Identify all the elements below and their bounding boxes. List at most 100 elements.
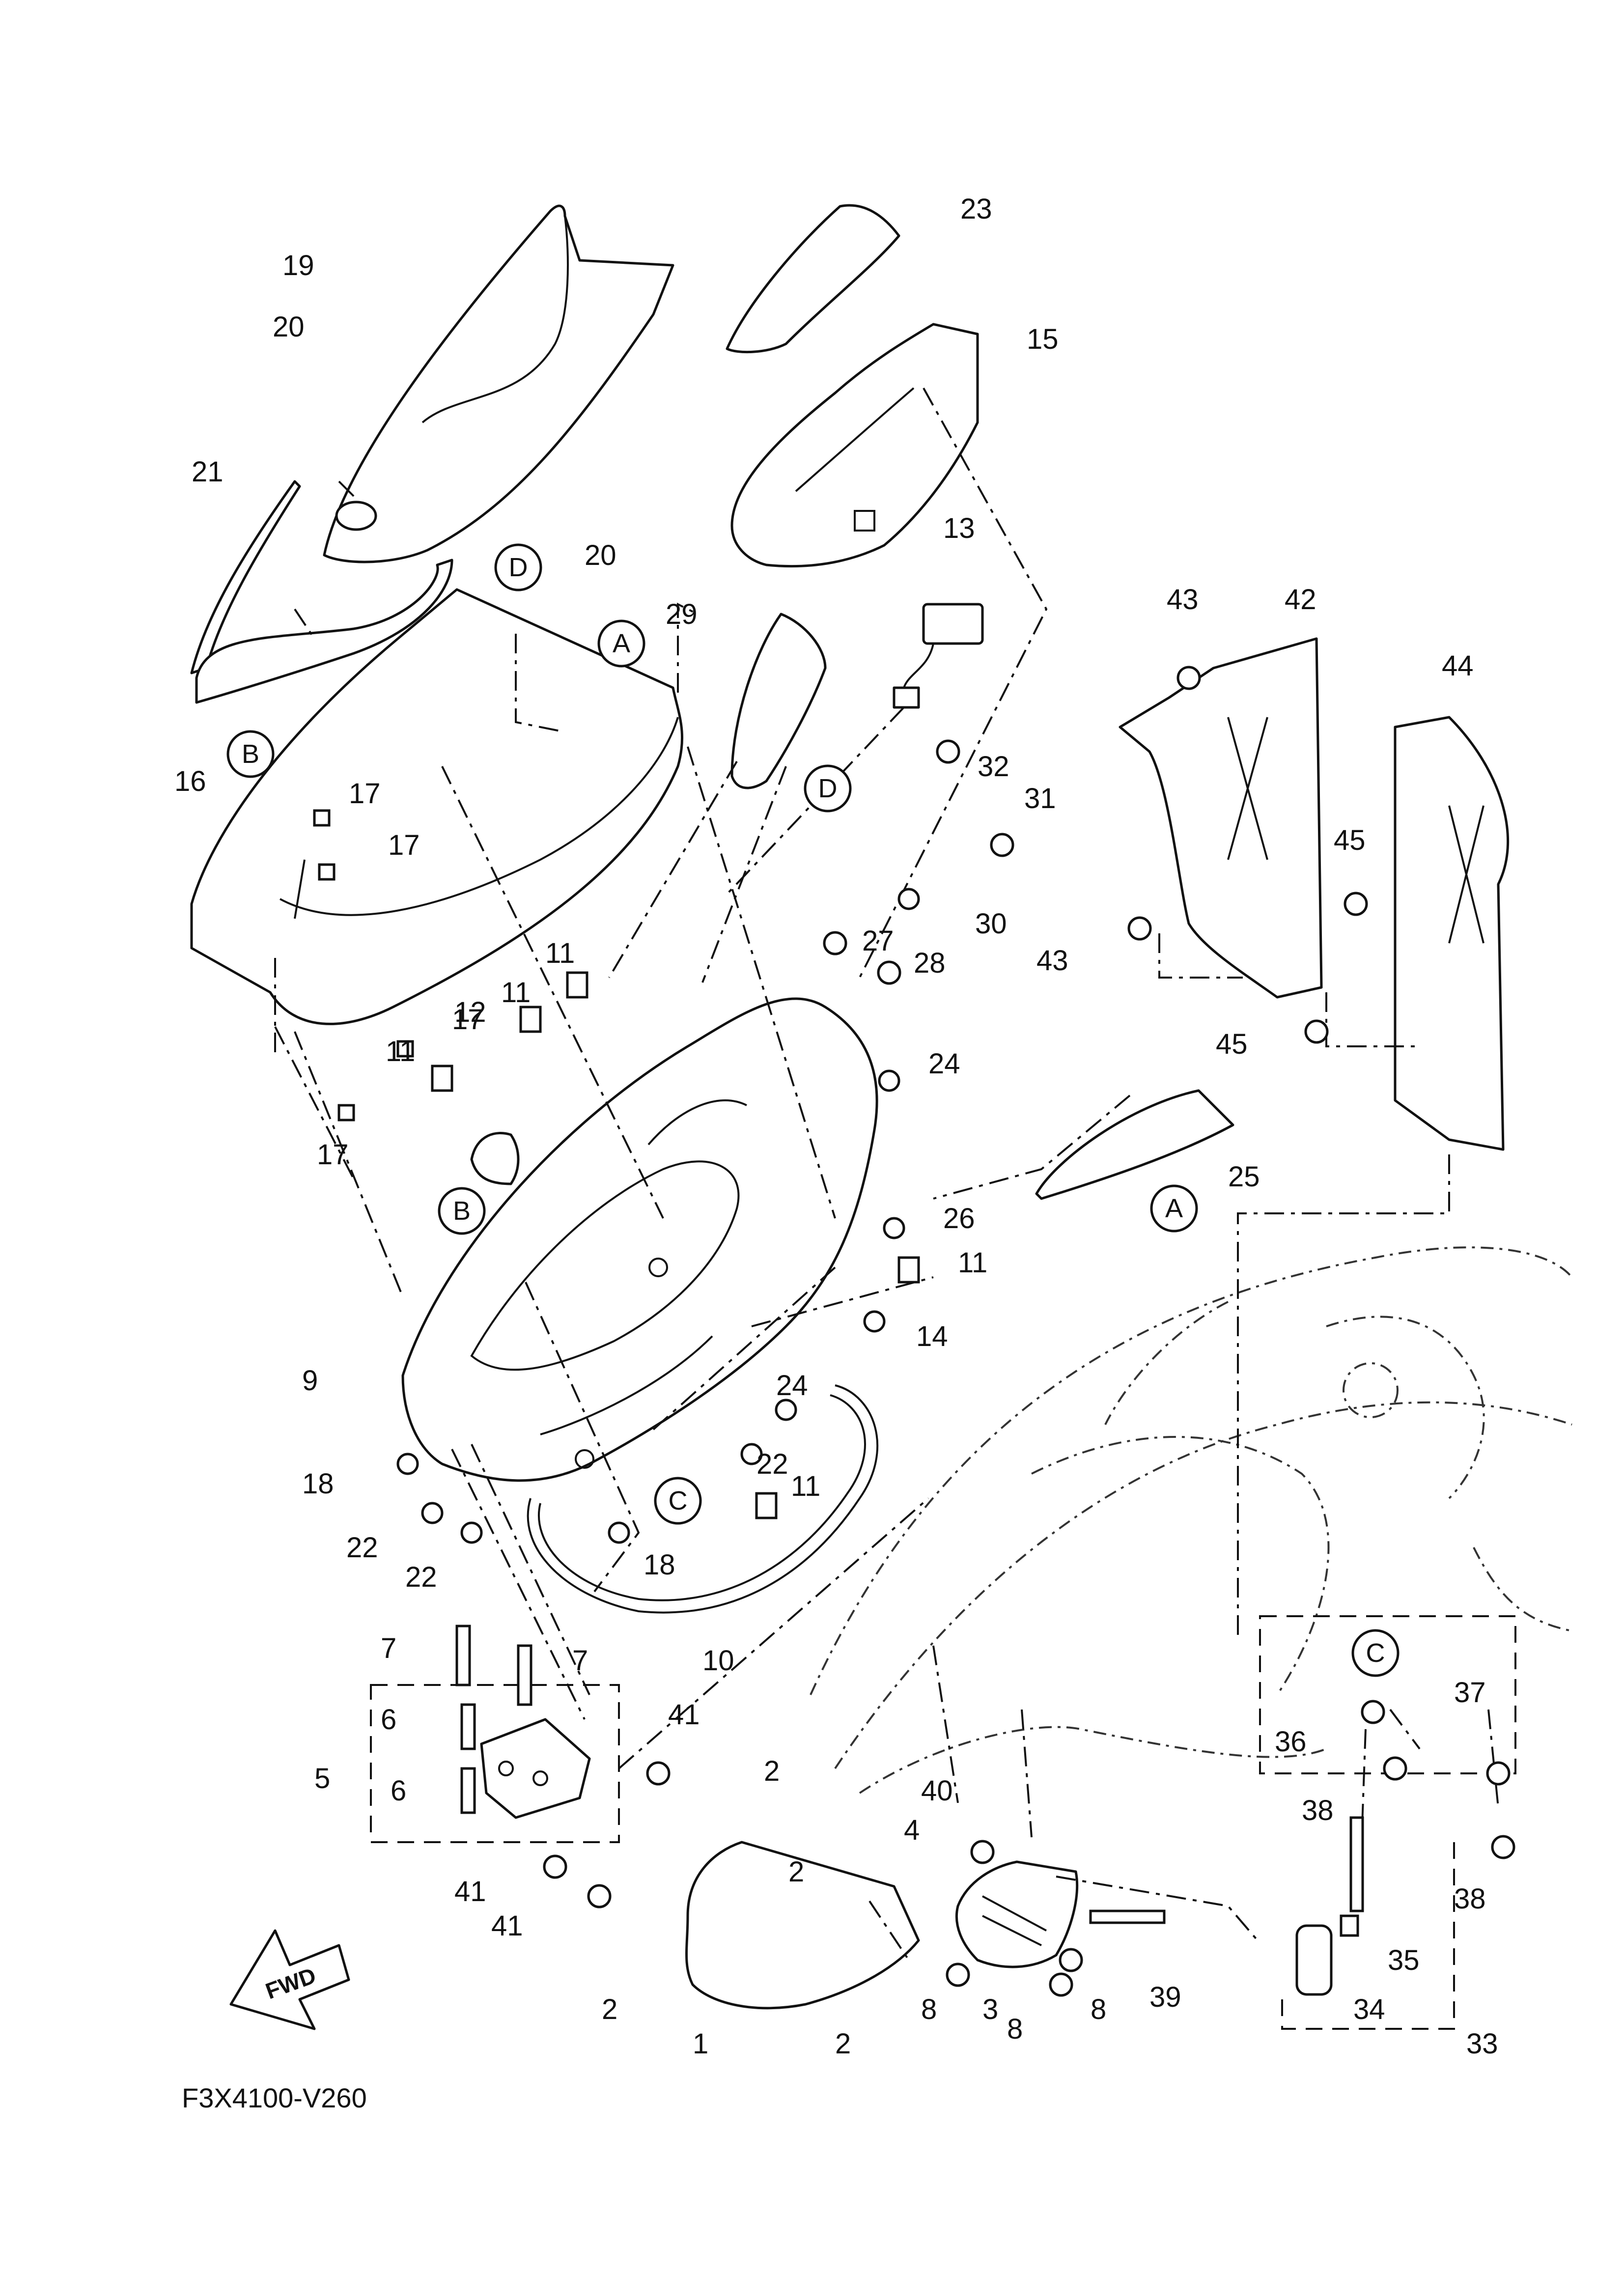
label-6a: 6: [381, 1704, 396, 1736]
nut-11e: [755, 1492, 778, 1519]
label-17b: 17: [388, 829, 420, 861]
screw-38b: [1491, 1835, 1515, 1859]
part-13-switch: [893, 603, 984, 709]
label-35: 35: [1388, 1944, 1420, 1976]
clip-45b: [1304, 1019, 1329, 1044]
svg-text:C: C: [669, 1486, 688, 1515]
callout-B2: B: [438, 1187, 486, 1235]
label-39: 39: [1149, 1981, 1181, 2013]
nut-11d: [897, 1256, 920, 1284]
bolt-6b: [460, 1767, 476, 1814]
bolt-31: [990, 833, 1014, 857]
label-27: 27: [862, 925, 894, 957]
part-12-plate: [470, 1132, 520, 1185]
screw-18b: [608, 1521, 630, 1544]
label-28: 28: [914, 947, 946, 979]
label-36: 36: [1275, 1726, 1307, 1758]
part-25-trim: [1035, 1089, 1234, 1200]
label-43b: 43: [1036, 945, 1068, 977]
label-11a: 11: [545, 937, 575, 969]
nut-17b: [318, 863, 336, 881]
nut-8b: [1059, 1948, 1083, 1972]
label-15: 15: [1027, 323, 1059, 355]
label-20a: 20: [273, 311, 305, 343]
label-8c: 8: [1091, 1993, 1106, 2025]
part-10-seal: [527, 1384, 878, 1614]
label-8b: 8: [1007, 2013, 1023, 2045]
nut-37: [1486, 1761, 1511, 1786]
part-15-panel: [730, 323, 979, 568]
nut-11a: [566, 971, 588, 999]
group-boxes: [370, 1615, 1516, 2030]
part-29-cover: [730, 613, 827, 789]
label-38a: 38: [1302, 1795, 1334, 1826]
nut-35: [1340, 1914, 1359, 1937]
part-5-bracket: [480, 1718, 591, 1819]
svg-text:A: A: [613, 629, 630, 658]
screw-14: [863, 1310, 886, 1333]
part-34-boot: [1295, 1924, 1333, 1996]
fwd-arrow: FWD: [229, 1929, 350, 2030]
label-43a: 43: [1167, 584, 1199, 616]
screw-38a: [1383, 1756, 1407, 1781]
nut-17c: [396, 1040, 414, 1058]
screw-26: [883, 1217, 905, 1239]
svg-text:A: A: [1165, 1194, 1183, 1223]
screw-41a: [646, 1761, 671, 1786]
callout-C: C: [654, 1477, 702, 1525]
reference-callouts: A A B B C C D D: [226, 543, 1400, 1677]
svg-text:D: D: [509, 553, 528, 582]
label-9: 9: [302, 1365, 318, 1397]
screw-24b: [775, 1399, 797, 1421]
screw-22c: [460, 1521, 483, 1544]
label-22c: 22: [405, 1561, 437, 1593]
part-42-side-panel: [1119, 637, 1323, 999]
washer-28: [877, 960, 901, 985]
part-21-strip: [190, 480, 301, 674]
screw-22a: [740, 1443, 763, 1465]
part-23-cover: [726, 204, 900, 354]
screw-22b: [421, 1502, 444, 1524]
label-22b: 22: [346, 1532, 378, 1564]
screw-30: [897, 888, 920, 910]
damper-33: [1349, 1816, 1364, 1912]
label-32: 32: [978, 751, 1009, 783]
callout-A: A: [597, 619, 645, 668]
label-13: 13: [943, 512, 975, 544]
label-2b: 2: [788, 1856, 804, 1888]
svg-text:B: B: [242, 739, 259, 769]
label-19: 19: [282, 250, 314, 281]
label-16: 16: [174, 765, 206, 797]
svg-text:B: B: [453, 1196, 471, 1226]
label-11c: 11: [386, 1036, 415, 1067]
label-17d: 17: [317, 1139, 349, 1171]
label-1: 1: [693, 2028, 708, 2060]
label-2d: 2: [835, 2028, 851, 2060]
nut-17d: [337, 1104, 355, 1122]
label-24a: 24: [928, 1048, 960, 1080]
label-25: 25: [1228, 1161, 1260, 1193]
label-17c: 17: [452, 1004, 484, 1036]
part-number-labels: 1 2 2 2 2 3 4 5 6 6 7 7 8 8 8 9 10 11 11…: [174, 193, 1498, 2060]
nut-8a: [946, 1963, 970, 1987]
label-7a: 7: [381, 1632, 396, 1664]
label-38b: 38: [1454, 1883, 1486, 1915]
callout-D: D: [494, 543, 542, 591]
nut-17a: [313, 809, 331, 827]
label-17a: 17: [349, 778, 381, 810]
bolt-27: [823, 931, 847, 955]
label-33: 33: [1466, 2028, 1498, 2060]
bolt-7a: [455, 1625, 471, 1686]
diagram-code: F3X4100-V260: [182, 2082, 367, 2113]
part-19-upper-cover: [323, 204, 674, 563]
label-37: 37: [1454, 1677, 1486, 1709]
nut-8c: [1049, 1972, 1073, 1997]
leader-lines: [274, 388, 1499, 1961]
washer-32: [936, 739, 960, 764]
clip-43a: [1176, 666, 1201, 690]
label-42: 42: [1285, 584, 1316, 616]
label-12: 12: [454, 996, 486, 1028]
label-30: 30: [975, 908, 1007, 940]
label-8a: 8: [921, 1993, 937, 2025]
label-45b: 45: [1216, 1028, 1248, 1060]
